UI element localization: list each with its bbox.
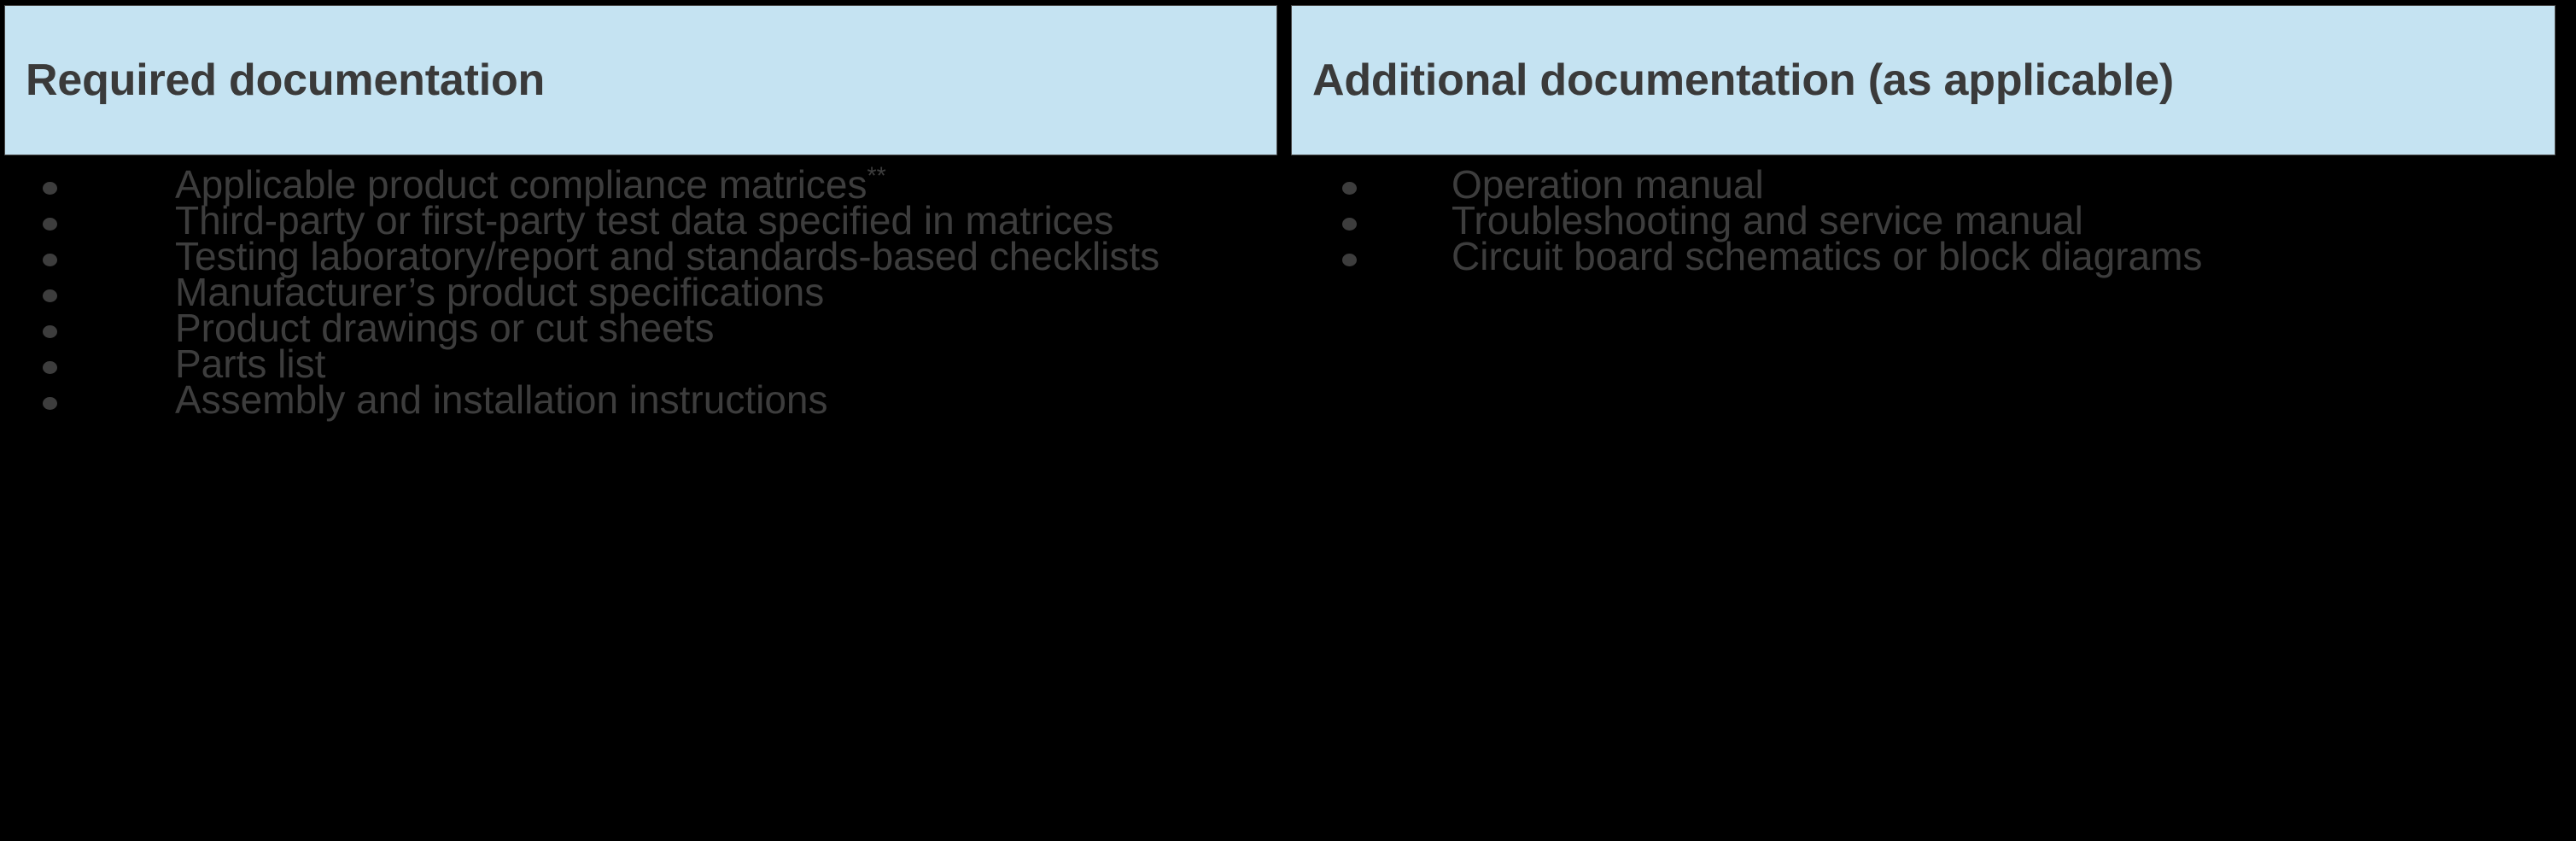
bullet-dot-icon (43, 254, 57, 266)
footnote-marker: ** (867, 162, 886, 190)
list-item-label: Assembly and installation instructions (175, 377, 828, 422)
required-documentation-list: Applicable product compliance matrices**… (0, 162, 1289, 422)
list-item-label: Testing laboratory/report and standards-… (175, 234, 1160, 278)
list-item-label: Parts list (175, 342, 326, 386)
list-item: Parts list (0, 342, 1289, 386)
list-item-label: Operation manual (1452, 162, 1764, 207)
header-cell-additional-documentation: Additional documentation (as applicable) (1291, 5, 2556, 155)
list-item-label: Product drawings or cut sheets (175, 306, 715, 350)
list-item: Troubleshooting and service manual (1298, 198, 2570, 242)
bullet-dot-icon (43, 289, 57, 302)
bullet-dot-icon (43, 361, 57, 374)
list-item: Assembly and installation instructions (0, 377, 1289, 422)
list-item: Circuit board schematics or block diagra… (1298, 234, 2570, 278)
bullet-dot-icon (1342, 254, 1357, 266)
bullet-dot-icon (43, 325, 57, 338)
header-title-required-documentation: Required documentation (26, 55, 546, 105)
table-header-row: Required documentation Additional docume… (0, 5, 2576, 155)
list-item: Product drawings or cut sheets (0, 306, 1289, 350)
bullet-dot-icon (43, 397, 57, 410)
list-item: Testing laboratory/report and standards-… (0, 234, 1289, 278)
list-item: Third-party or first-party test data spe… (0, 198, 1289, 242)
bullet-dot-icon (43, 182, 57, 195)
bullet-dot-icon (1342, 182, 1357, 195)
list-item-label: Troubleshooting and service manual (1452, 198, 2083, 242)
bullet-dot-icon (1342, 218, 1357, 231)
list-item: Operation manual (1298, 162, 2570, 207)
list-item-label: Circuit board schematics or block diagra… (1452, 234, 2203, 278)
bullet-dot-icon (43, 218, 57, 231)
list-item-label: Manufacturer’s product specifications (175, 270, 825, 314)
header-cell-required-documentation: Required documentation (4, 5, 1277, 155)
list-item: Applicable product compliance matrices** (0, 162, 1289, 207)
list-item-label: Applicable product compliance matrices** (175, 162, 886, 207)
list-item: Manufacturer’s product specifications (0, 270, 1289, 314)
table-cell-required-documentation-body: Applicable product compliance matrices**… (0, 162, 1289, 422)
header-title-additional-documentation: Additional documentation (as applicable) (1312, 55, 2174, 105)
list-item-label: Third-party or first-party test data spe… (175, 198, 1114, 242)
